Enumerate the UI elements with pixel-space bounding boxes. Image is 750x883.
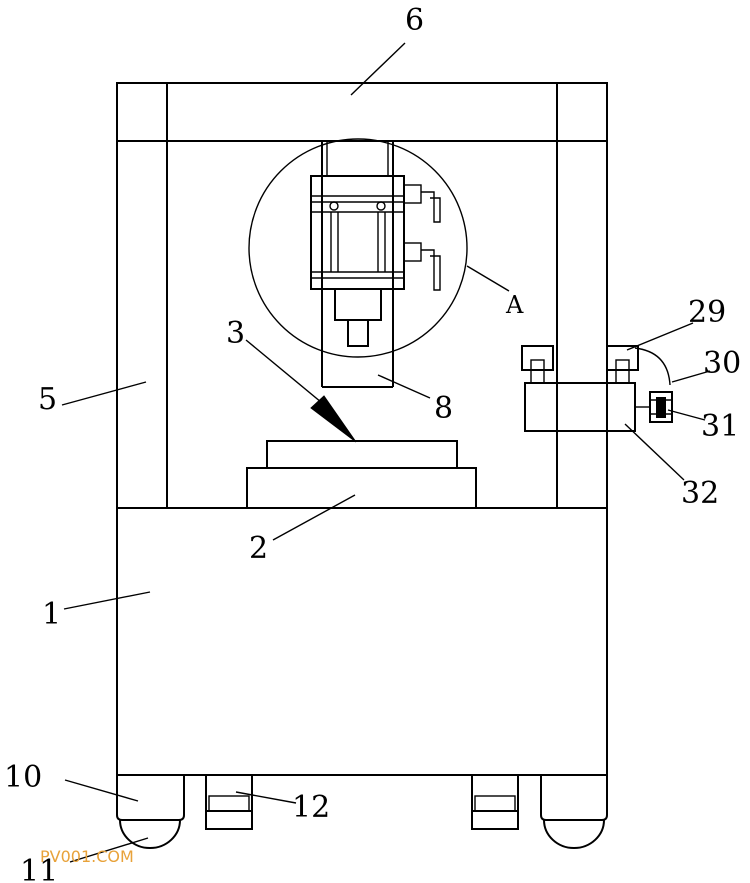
foot-right-pad [471, 810, 519, 830]
wheel-left-housing [116, 775, 185, 821]
label-30: 30 [703, 346, 741, 381]
wheels-and-feet [116, 774, 608, 849]
label-11: 11 [20, 854, 58, 883]
leader-31 [667, 409, 706, 421]
connector-arc [634, 347, 671, 386]
clamp-lower-lever [421, 249, 441, 291]
cutting-tool [310, 395, 357, 443]
label-6: 6 [405, 3, 424, 38]
label-5: 5 [38, 382, 57, 417]
leader-8 [377, 374, 431, 399]
frame [116, 82, 608, 509]
label-32: 32 [681, 476, 719, 511]
foot-left-pad [205, 810, 253, 830]
knob-body [649, 391, 673, 423]
leader-5 [61, 381, 147, 406]
label-29: 29 [688, 295, 726, 330]
piston-rod-housing [334, 288, 382, 321]
leader-lines [61, 42, 711, 863]
leader-11 [69, 837, 149, 863]
worktable-lower [246, 467, 477, 509]
bracket-left-outer [521, 345, 554, 371]
label-10: 10 [4, 760, 42, 795]
top-beam [116, 82, 608, 142]
foot-left-band [208, 795, 250, 812]
part-labels: 6 5 3 8 A 29 30 31 32 2 1 10 12 11 [4, 3, 741, 883]
wheel-right [543, 819, 605, 849]
detail-circle-a [248, 138, 468, 358]
left-column [116, 82, 168, 509]
label-a: A [505, 291, 524, 319]
leader-1 [63, 591, 151, 610]
foot-right-band [474, 795, 516, 812]
foot-right-upper [471, 774, 519, 812]
bracket-right-inner [615, 359, 630, 384]
clamp-lower [403, 242, 422, 262]
label-31: 31 [701, 409, 739, 444]
leader-3 [245, 339, 334, 413]
knob-core [656, 397, 666, 418]
leader-6 [350, 42, 406, 96]
bracket-right-outer [606, 345, 639, 371]
leader-12 [235, 791, 297, 804]
label-1: 1 [42, 597, 61, 632]
label-2: 2 [249, 531, 268, 566]
slide-plate [321, 141, 394, 388]
leader-a [466, 265, 510, 292]
sliding-sleeve [524, 382, 636, 432]
leader-2 [272, 494, 356, 541]
wheel-right-housing [540, 775, 608, 821]
bolt-left [329, 201, 339, 211]
leader-29 [626, 322, 694, 351]
worktable [246, 440, 477, 509]
spindle-tip [347, 319, 369, 347]
right-column [556, 82, 608, 509]
leader-10 [64, 779, 139, 802]
bracket-left-inner [530, 359, 545, 384]
leader-30 [671, 370, 711, 383]
label-8: 8 [434, 391, 453, 426]
watermark: PV001.COM [40, 847, 134, 866]
side-mechanism [521, 345, 673, 432]
base-cabinet [116, 507, 608, 776]
clamp-upper [403, 184, 422, 204]
label-3: 3 [226, 316, 245, 351]
cylinder-block [310, 175, 441, 347]
clamp-upper-lever [421, 191, 441, 223]
worktable-upper [266, 440, 458, 469]
label-12: 12 [292, 790, 330, 825]
leader-32 [624, 423, 685, 481]
wheel-left [119, 819, 181, 849]
bolt-right [376, 201, 386, 211]
